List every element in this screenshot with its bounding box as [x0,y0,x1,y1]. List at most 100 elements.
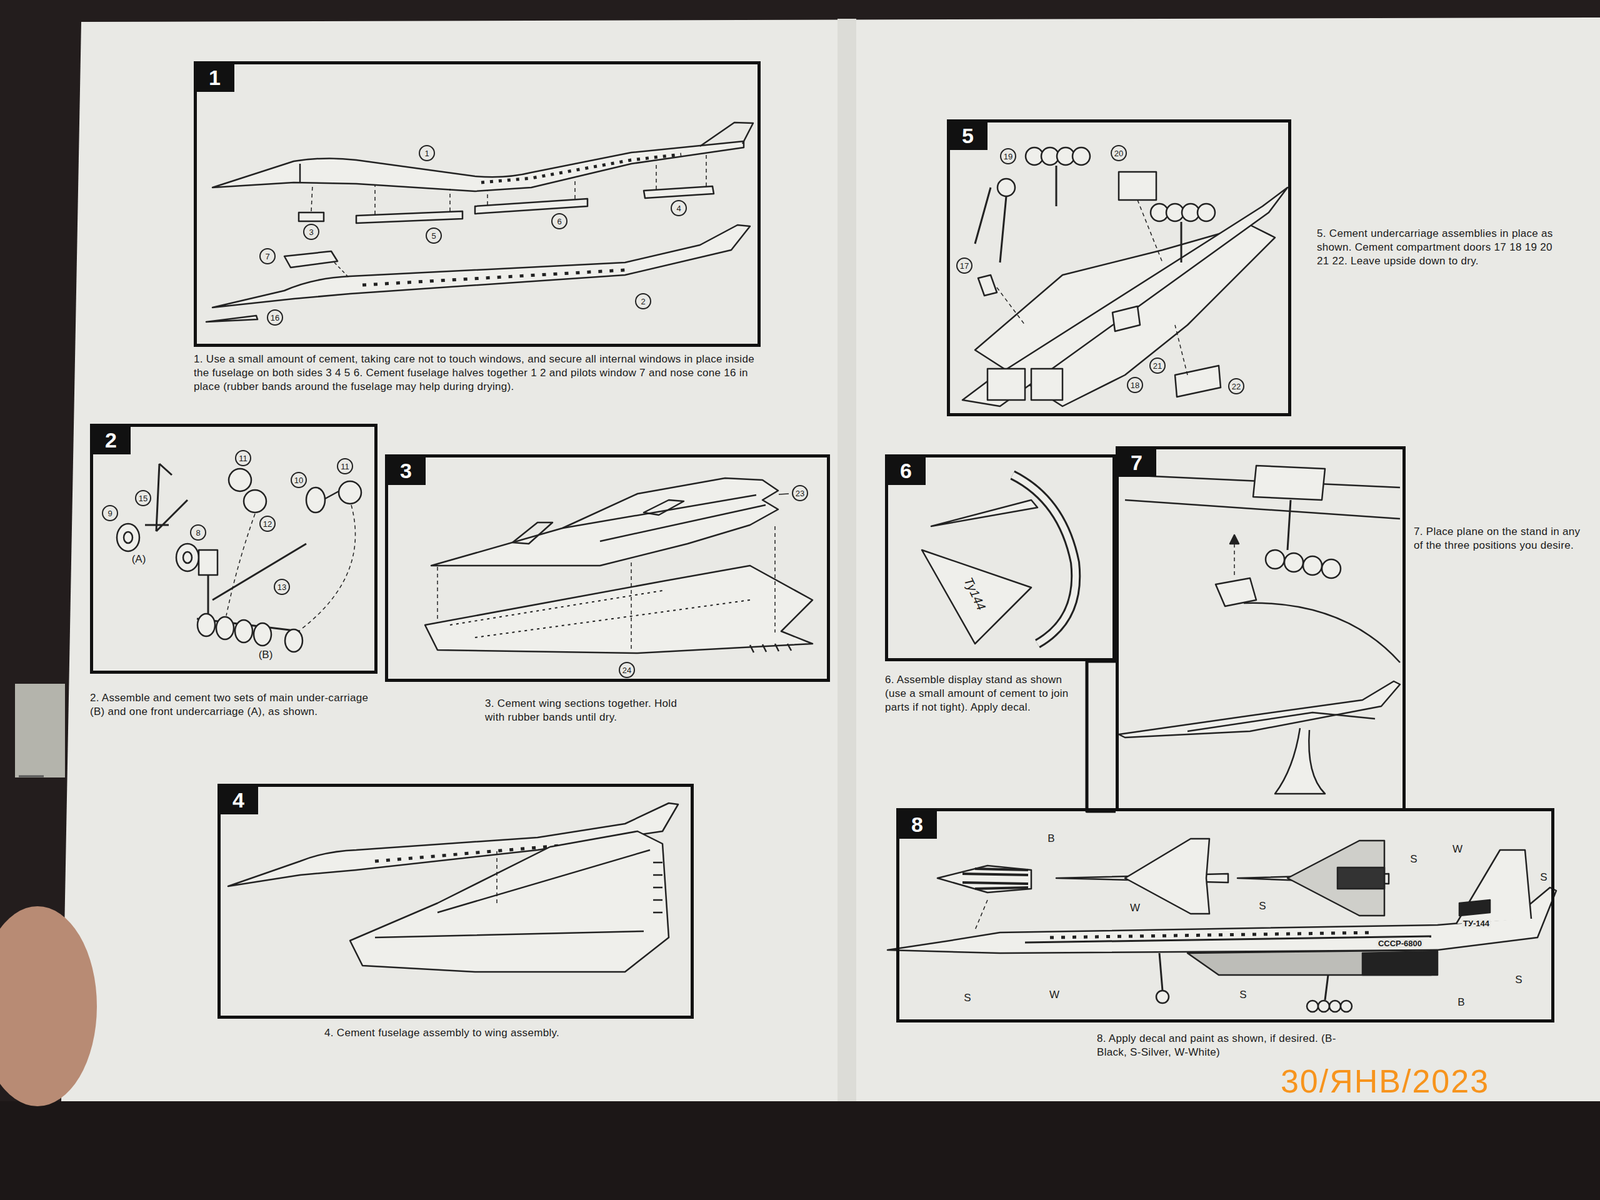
photo-background [18,775,44,778]
underside-undercarriage-drawing [997,178,1015,197]
step-number: 7 [1118,448,1157,477]
paint-letter: S [1538,871,1549,884]
step-instruction: 1. Use a small amount of cement, taking … [193,352,757,394]
step-instruction: 3. Cement wing sections together. Hold w… [485,696,692,725]
paint-scheme-drawing [887,887,1557,954]
display-stand-drawing [921,550,1032,644]
callout-number: 19 [1000,148,1017,165]
callout-number: 9 [101,505,119,522]
callout-number: 21 [1149,357,1166,374]
display-stand-drawing [931,500,1038,527]
callout-number: 24 [618,661,635,679]
callout-number: 23 [791,485,809,502]
paint-letter: B [1046,833,1056,845]
underside-undercarriage-drawing [1072,147,1090,165]
paint-letter: S [962,992,972,1005]
underside-undercarriage-drawing [1197,203,1215,222]
fuselage-to-wing-drawing [228,803,679,972]
callout-number: 10 [290,471,307,489]
fuselage-half-drawing [212,141,744,192]
decal-text: ТУ-144 [1461,919,1491,929]
undercarriage-drawing [116,523,140,552]
paint-scheme-drawing [1287,840,1385,916]
underside-undercarriage-drawing [978,275,997,296]
underside-undercarriage-drawing [1118,171,1157,200]
undercarriage-drawing [176,543,199,572]
wing-sections-drawing [425,478,813,654]
paint-letter: S [1238,989,1248,1002]
fuselage-half-drawing [299,163,302,183]
wing-sections-drawing [450,590,750,638]
paint-scheme-drawing [1306,1000,1319,1012]
fuselage-half-drawing [334,262,350,279]
paint-scheme-drawing [1456,850,1532,924]
plane-on-stand-drawing [1303,556,1322,575]
underside-undercarriage-drawing [996,200,1188,375]
paint-scheme-drawing [887,838,1557,1012]
callout-number: 13 [273,578,290,595]
paint-letter: S [1513,974,1524,987]
underside-undercarriage-drawing [975,225,1275,407]
fuselage-half-drawing [643,186,714,199]
plane-on-stand-drawing [1265,550,1285,569]
fuselage-half-drawing [700,122,754,147]
fuselage-half-drawing [481,154,682,183]
display-stand-drawing [921,475,1076,644]
step-number: 6 [887,456,926,485]
undercarriage-drawing [228,468,252,492]
step-number: 2 [92,426,131,455]
undercarriage-drawing [325,491,339,499]
stand-decal-text: Ту144 [961,575,988,612]
step-panel: 77. Place plane on the stand in any of t… [1115,446,1406,812]
paint-letter: B [1456,996,1466,1009]
paint-scheme-drawing [1025,936,1432,943]
wing-sections-drawing [431,478,779,566]
fuselage-half-drawing [356,211,463,224]
step-instruction: 5. Cement undercarriage assemblies in pl… [1316,226,1555,269]
step-number: 8 [898,810,937,839]
fuselage-half-drawing [311,153,707,215]
plane-on-stand-drawing [1287,500,1291,550]
callout-number: 2 [635,293,652,310]
wing-sections-drawing [750,643,792,653]
photo-background [837,18,857,1102]
callout-number: 4 [670,200,687,217]
plane-on-stand-drawing [1275,728,1325,794]
paint-scheme-drawing [937,865,1032,893]
paint-scheme-drawing [1329,1000,1341,1012]
callout-number: 5 [425,227,442,244]
undercarriage-drawing [216,616,234,640]
callout-number: 11 [336,458,354,475]
undercarriage-drawing [338,481,362,504]
callout-number: 7 [259,248,276,265]
plane-on-stand-drawing [1118,681,1400,738]
callout-number: 3 [303,223,320,240]
paint-letter: S [1408,853,1419,866]
step-number: 3 [387,456,426,485]
plane-on-stand-drawing [1215,578,1257,607]
callout-number: 17 [956,257,973,274]
paint-scheme-drawing [1050,932,1375,938]
underside-undercarriage-drawing [987,368,1063,400]
step-instruction: 8. Apply decal and paint as shown, if de… [1096,1031,1354,1060]
fuselage-half-drawing [298,212,324,222]
wing-sections-drawing [512,500,684,544]
paint-scheme-drawing [1156,990,1169,1004]
callout-number: 6 [551,213,568,230]
paint-letter: W [1451,843,1464,856]
display-stand-drawing [1012,475,1076,644]
wing-sections-drawing [778,493,789,495]
display-stand-drawing [1012,475,1076,644]
step-instruction: 4. Cement fuselage assembly to wing asse… [324,1026,594,1040]
underside-undercarriage-drawing [962,147,1288,407]
undercarriage-drawing [243,490,267,513]
step-panel: 22. Assemble and cement two sets of main… [90,423,378,674]
step-instruction: 6. Assemble display stand as shown (use … [885,673,1082,715]
paint-scheme-drawing [1318,1000,1330,1012]
photo-background [0,906,97,1107]
undercarriage-drawing [285,629,303,652]
step-panel: 33. Cement wing sections together. Hold … [385,454,830,682]
step-instruction: 2. Assemble and cement two sets of main … [90,691,372,719]
